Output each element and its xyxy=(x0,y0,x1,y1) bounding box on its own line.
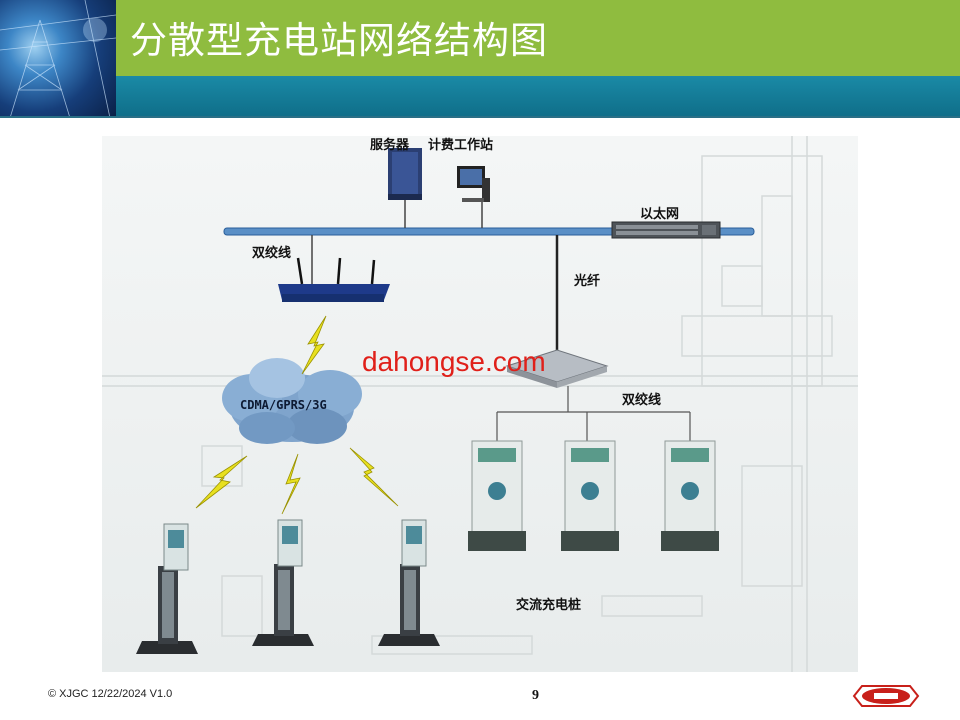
cloud-label: CDMA/GPRS/3G xyxy=(240,398,327,412)
logo-graphic xyxy=(852,685,920,707)
fiber-label: 光纤 xyxy=(574,274,601,289)
router-icon xyxy=(278,257,390,302)
twisted-pair-right-label: 双绞线 xyxy=(622,393,662,408)
charger-links xyxy=(496,386,691,441)
ethernet-switch-icon xyxy=(611,221,721,239)
twisted-pair-top-label: 双绞线 xyxy=(252,246,292,261)
lightning-icon xyxy=(301,315,327,375)
hub-icon xyxy=(505,349,609,388)
slide-header: 分散型充电站网络结构图 xyxy=(0,0,960,118)
dc-charger-3 xyxy=(378,519,440,646)
footer-copyright: © XJGC 12/22/2024 V1.0 xyxy=(48,688,173,700)
workstation-icon xyxy=(457,166,490,228)
background-circuit xyxy=(102,136,858,672)
diagram-canvas xyxy=(102,136,858,672)
ethernet-label: 以太网 xyxy=(640,207,680,222)
title-bar xyxy=(116,0,960,76)
page-number: 9 xyxy=(532,688,539,703)
corner-photo xyxy=(0,0,116,118)
wireless-cloud xyxy=(222,358,362,444)
ac-charger-2 xyxy=(561,440,619,551)
tower-graphic xyxy=(0,0,116,118)
subtitle-bar xyxy=(116,76,960,118)
workstation-label: 计费工作站 xyxy=(428,138,494,153)
lightning-bolts xyxy=(195,315,399,515)
ac-charger-1 xyxy=(468,440,526,551)
lightning-icon xyxy=(349,447,399,507)
lightning-icon xyxy=(195,455,248,509)
ac-charger-label: 交流充电桩 xyxy=(516,598,582,613)
dc-charger-1 xyxy=(136,523,198,654)
dc-charger-2 xyxy=(252,519,314,646)
network-diagram: 服务器 计费工作站 以太网 双绞线 光纤 CDMA/GPRS/3G 双绞线 交流… xyxy=(102,136,858,672)
slide-title: 分散型充电站网络结构图 xyxy=(130,19,548,62)
lightning-icon xyxy=(281,453,301,515)
company-logo xyxy=(850,684,922,712)
watermark: dahongse.com xyxy=(362,346,546,377)
server-icon xyxy=(388,148,422,228)
header-divider xyxy=(0,116,960,118)
server-label: 服务器 xyxy=(370,138,410,153)
ac-charger-3 xyxy=(661,440,719,551)
